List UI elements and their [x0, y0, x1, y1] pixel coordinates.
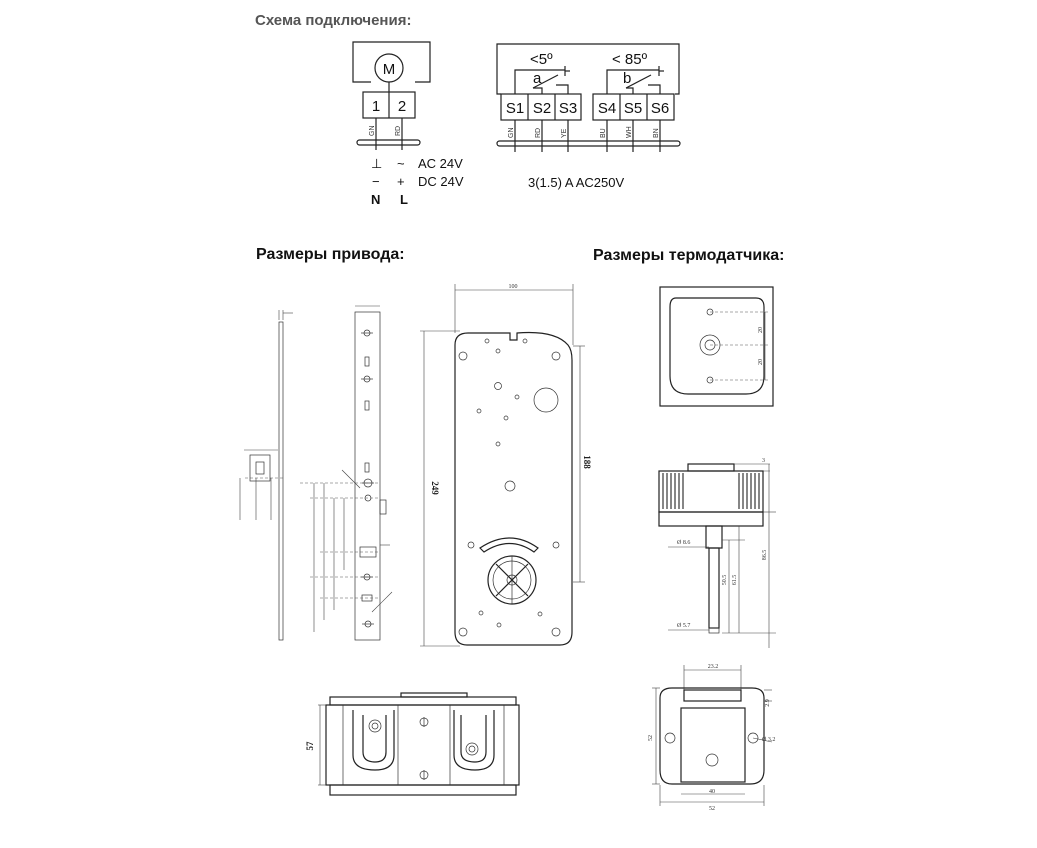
sensor-dia-5-7: Ø 5.7 [677, 623, 690, 629]
sensor-dim-20-top: 20 [758, 327, 764, 333]
actuator-bottom-view: 57 [305, 692, 520, 796]
symbol-ac: ~ [397, 156, 405, 171]
actuator-dimensions-heading: Размеры привода: [256, 246, 405, 263]
motor-terminal-1: 1 [372, 98, 380, 115]
terminal-s6: S6 [651, 100, 669, 117]
terminal-s4: S4 [598, 100, 616, 117]
switch-label-b: b [623, 70, 631, 87]
terminal-s5: S5 [624, 100, 642, 117]
sensor-dim-3: 3 [762, 458, 765, 464]
sensor-top-view: 20 20 [659, 286, 774, 407]
switch-rating: 3(1.5) A AC250V [528, 175, 624, 190]
sensor-dia-3-2: Ø 3.2 [762, 737, 775, 743]
actuator-main-plate: 100 249 188 [420, 284, 592, 647]
sensor-dia-8-6: Ø 8.6 [677, 540, 690, 546]
symbol-minus: − [372, 174, 380, 189]
switch-wire-bn: BN [653, 128, 660, 138]
switch-wire-bu: BU [600, 128, 607, 138]
wiring-heading: Схема подключения: [255, 12, 412, 29]
sensor-dim-40: 40 [709, 789, 715, 795]
sensor-dim-61-5: 61.5 [732, 575, 738, 586]
motor-terminal-2: 2 [398, 98, 406, 115]
switch-wire-ye: YE [561, 128, 568, 138]
actuator-thin-side-view [239, 310, 293, 641]
dim-height-188: 188 [582, 455, 592, 469]
terminal-s1: S1 [506, 100, 524, 117]
switch-wiring-diagram: <5º < 85º a b S1 S2 S3 S4 S5 S6 [496, 43, 681, 190]
switch-angle-a: <5º [530, 51, 553, 68]
switch-wire-gn: GN [508, 128, 515, 139]
supply-dc-label: DC 24V [418, 174, 464, 189]
sensor-side-view: 3 Ø 8.6 Ø 5.7 50.5 61.5 86.5 [658, 458, 776, 648]
terminal-s2: S2 [533, 100, 551, 117]
sensor-dim-23-2: 23.2 [708, 664, 719, 670]
switch-angle-b: < 85º [612, 51, 648, 68]
motor-wiring-diagram: M 1 2 GN RD ⊥ ~ − + AC 24V DC 24V N L [352, 41, 464, 207]
dim-height-57: 57 [305, 741, 315, 751]
terminal-s3: S3 [559, 100, 577, 117]
sensor-dimensions-heading: Размеры термодатчика: [593, 247, 785, 264]
sensor-dim-2-9: 2.9 [765, 699, 771, 707]
motor-symbol: M [383, 61, 396, 78]
sensor-bottom-view: 23.2 2.9 Ø 3.2 52 40 52 [648, 664, 775, 812]
pole-n-label: N [371, 192, 380, 207]
sensor-dim-86-5: 86.5 [762, 550, 768, 561]
symbol-ground: ⊥ [371, 156, 382, 171]
switch-label-a: a [533, 70, 542, 87]
symbol-plus: + [397, 174, 405, 189]
sensor-dim-h52: 52 [648, 735, 654, 741]
sensor-dim-52: 52 [709, 806, 715, 812]
sensor-dim-50-5: 50.5 [722, 575, 728, 586]
pole-l-label: L [400, 192, 408, 207]
sensor-dim-20-bottom: 20 [758, 359, 764, 365]
supply-ac-label: AC 24V [418, 156, 463, 171]
actuator-narrow-front-view [300, 305, 393, 641]
dim-width-100: 100 [509, 284, 518, 290]
motor-wire-gn: GN [369, 126, 376, 137]
switch-wire-wh: WH [626, 126, 633, 138]
motor-wire-rd: RD [395, 126, 402, 136]
switch-wire-rd: RD [535, 128, 542, 138]
dim-length-249: 249 [430, 481, 440, 495]
